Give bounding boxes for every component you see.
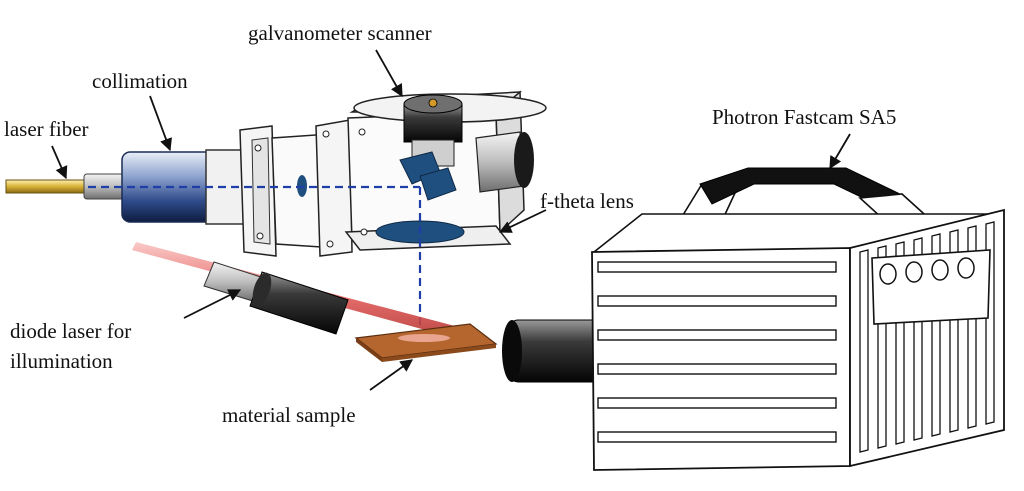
arrow-sample (369, 359, 414, 391)
laser-beam-path (88, 185, 422, 335)
arrow-laser-fiber (51, 145, 68, 180)
high-speed-camera (502, 167, 1005, 471)
material-sample (354, 323, 498, 362)
label-material-sample: material sample (222, 403, 356, 427)
label-f-theta-lens: f-theta lens (540, 189, 634, 213)
arrow-f-theta (498, 209, 547, 233)
arrow-diode (183, 289, 242, 319)
label-collimation: collimation (92, 69, 188, 93)
arrow-collimation (149, 95, 172, 152)
laser-fiber (5, 173, 131, 200)
label-galvanometer-scanner: galvanometer scanner (248, 21, 432, 45)
leader-lines (51, 49, 851, 391)
label-diode-laser-line2: illumination (10, 349, 113, 373)
label-diode-laser-line1: diode laser for (10, 319, 131, 343)
arrow-camera (829, 133, 851, 170)
arrow-galvanometer (375, 49, 403, 98)
label-laser-fiber: laser fiber (4, 117, 89, 141)
diode-laser (132, 242, 470, 340)
scanner-housing (239, 90, 547, 257)
label-camera: Photron Fastcam SA5 (712, 105, 896, 129)
